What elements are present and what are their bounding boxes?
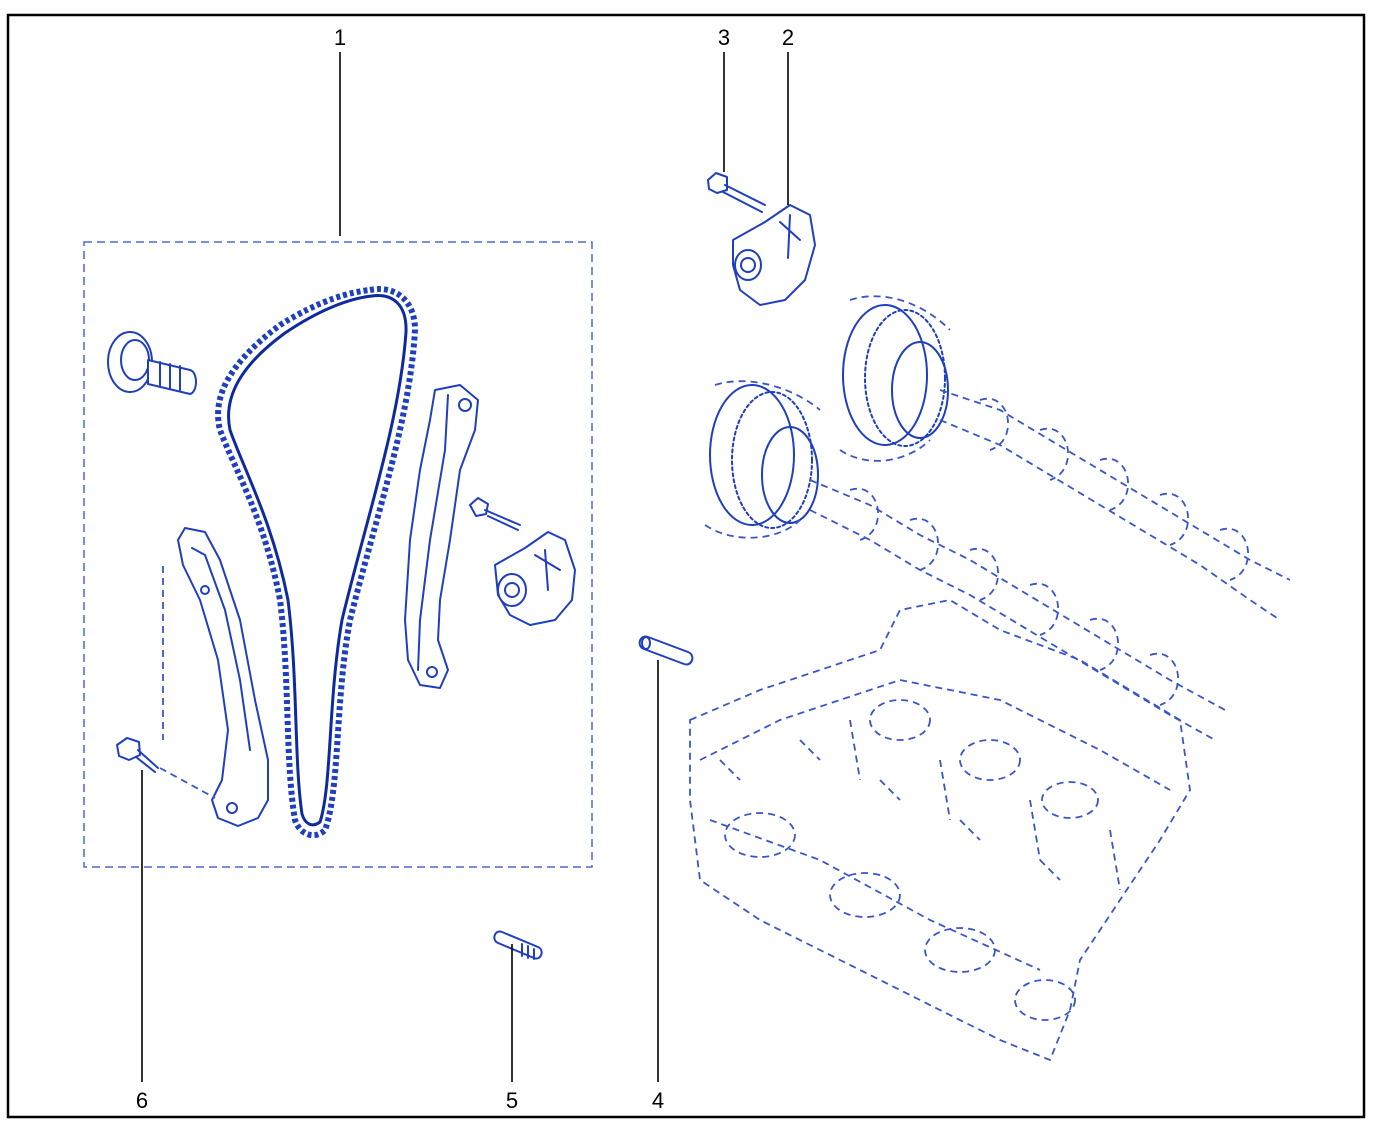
callout-5: 5 — [506, 1088, 518, 1113]
callout-2: 2 — [782, 25, 794, 50]
camshaft-upper — [839, 295, 1291, 621]
camshaft-lower — [704, 380, 1226, 741]
chain-tensioner-part-2 — [732, 204, 816, 306]
bolt-part-3 — [707, 172, 766, 213]
dowel-pin-part-5 — [493, 930, 543, 960]
callout-4: 4 — [652, 1088, 664, 1113]
cylinder-head — [689, 599, 1191, 1062]
diagram-border — [6, 13, 1366, 1119]
callout-6: 6 — [136, 1088, 148, 1113]
guide-bolt-large — [107, 331, 197, 395]
bolt-6-part — [116, 737, 216, 799]
timing-kit-boundary — [83, 241, 593, 868]
fixed-chain-guide — [177, 527, 269, 827]
dowel-pin-part-4 — [638, 635, 694, 666]
timing-chain — [215, 286, 418, 839]
chain-tensioner-in-kit — [469, 497, 576, 626]
callout-3: 3 — [718, 25, 730, 50]
tensioner-arm — [404, 384, 479, 689]
callout-1: 1 — [334, 25, 346, 50]
